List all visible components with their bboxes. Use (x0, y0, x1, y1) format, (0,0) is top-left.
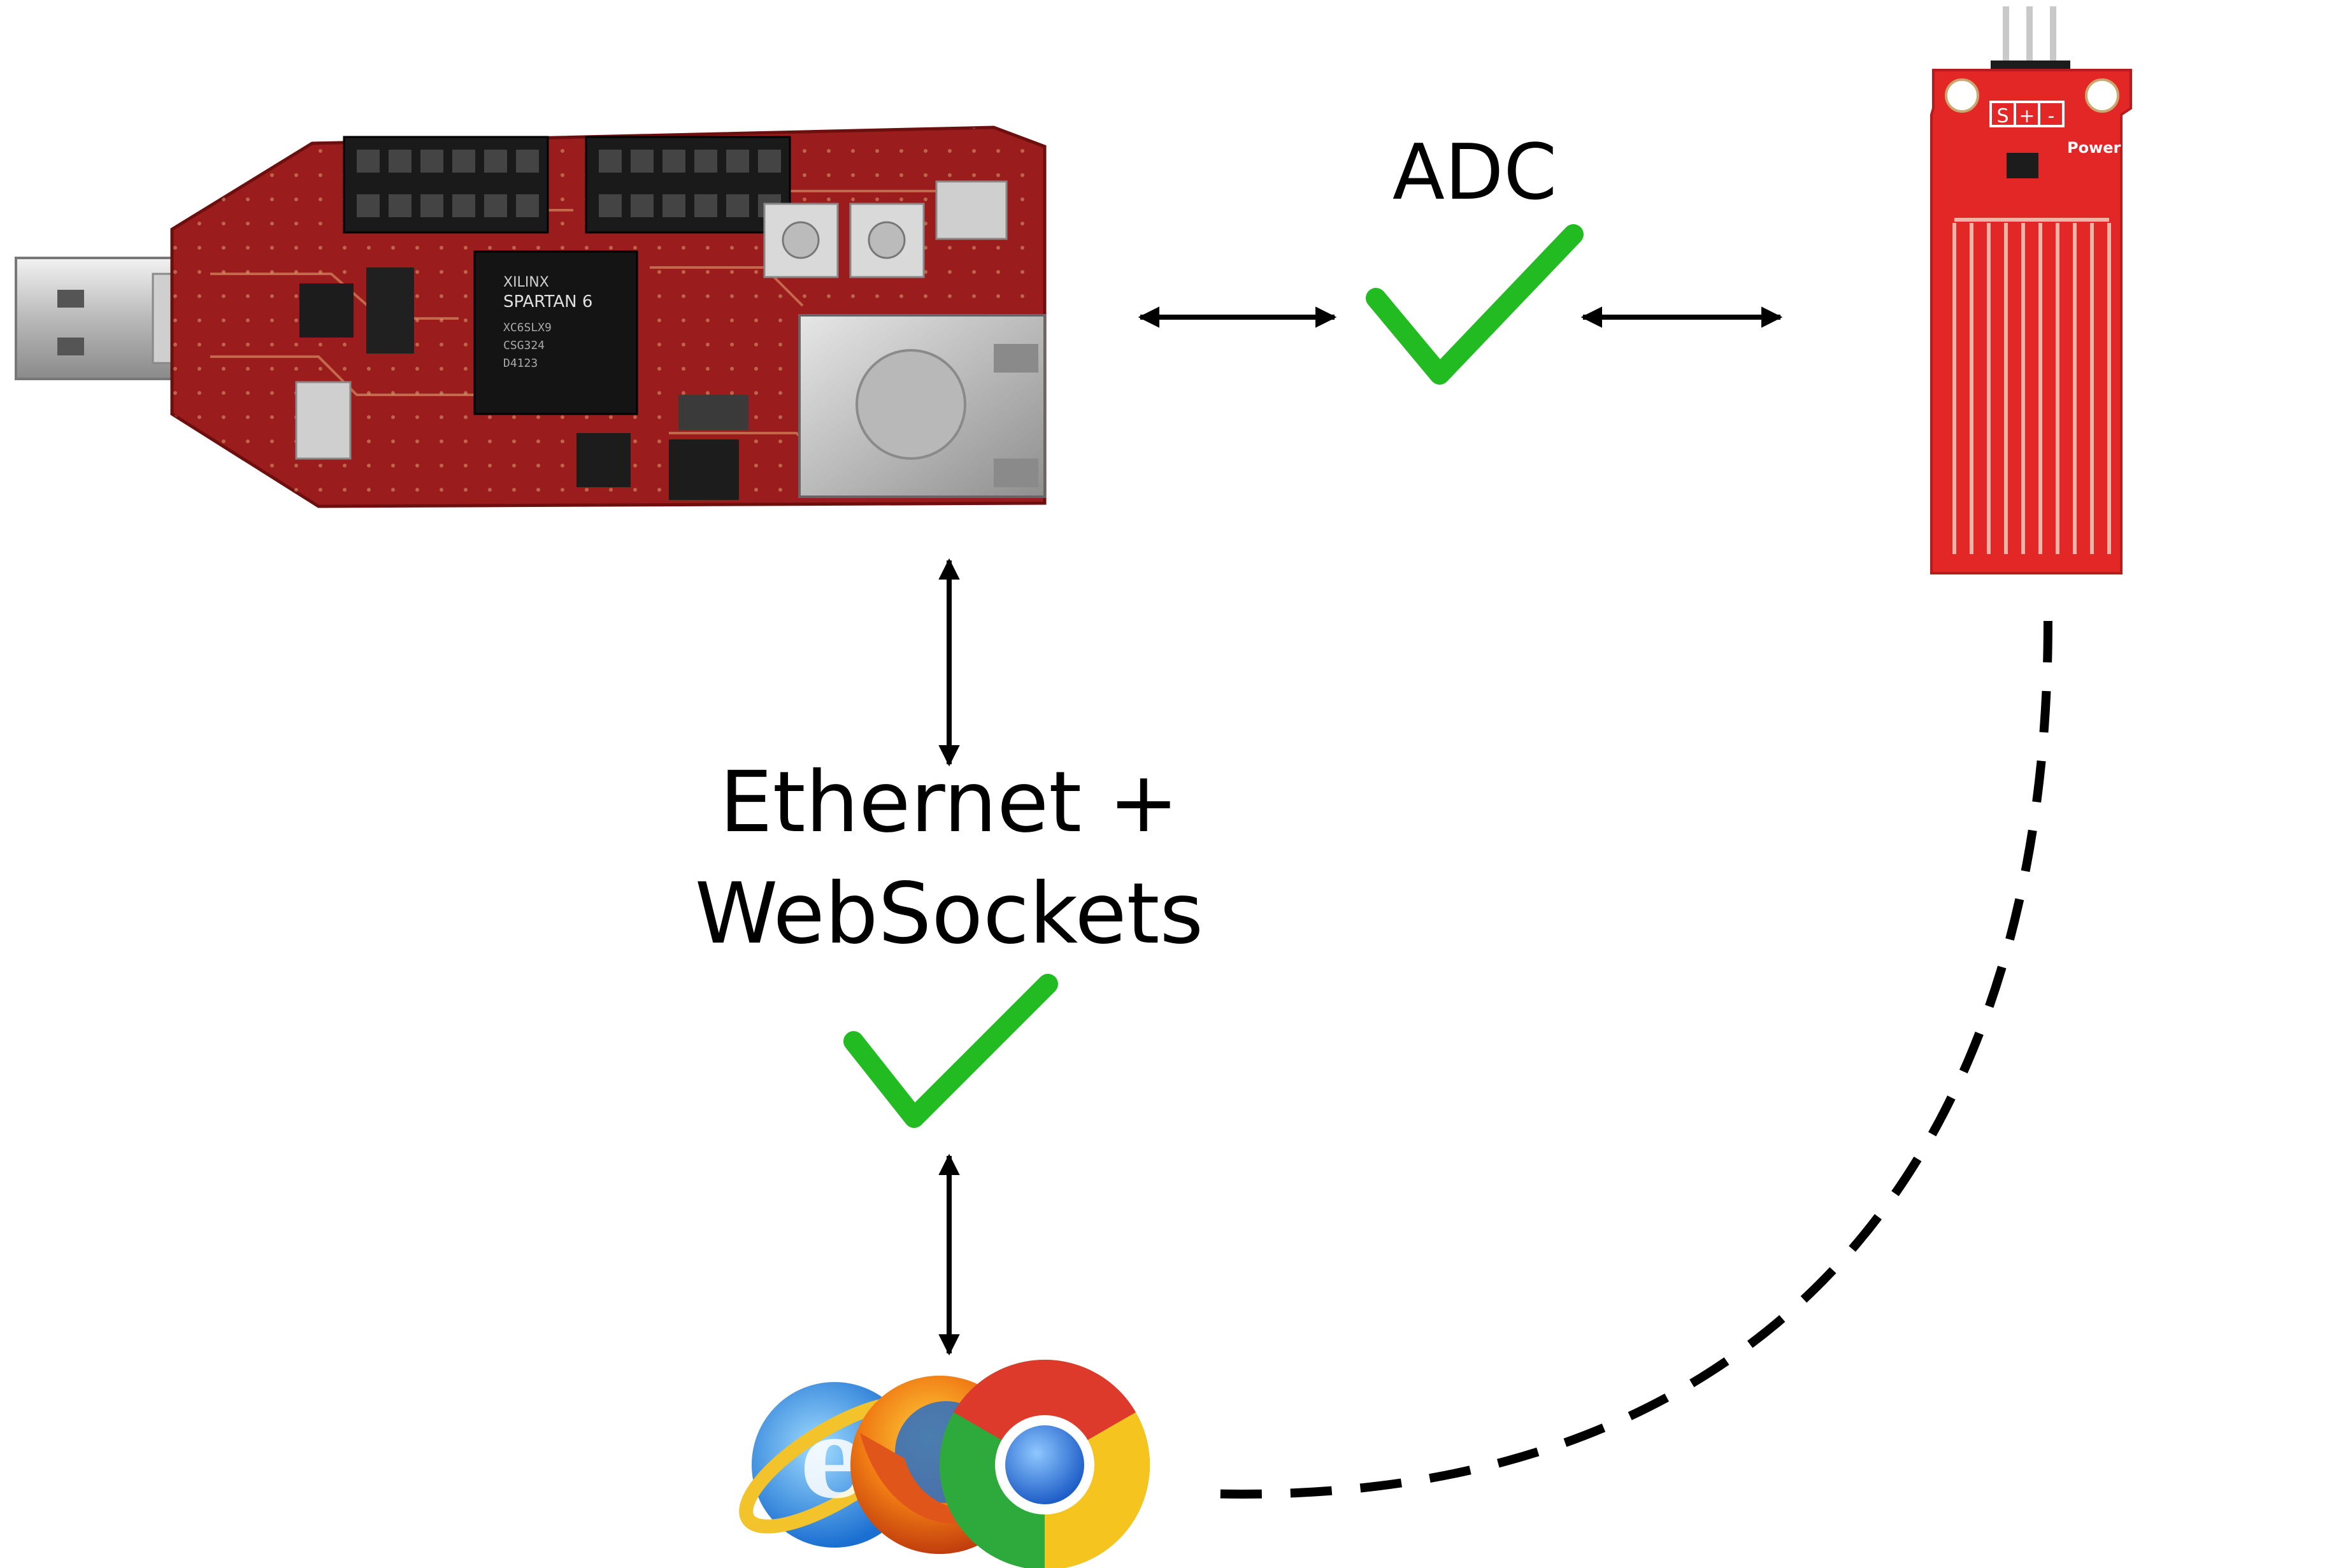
push-buttons (763, 203, 925, 278)
fpga-board-image: XILINX SPARTAN 6 XC6SLX9 CSG324 D4123 (15, 125, 1047, 508)
chip-line-3: D4123 (503, 357, 538, 370)
ethernet-check-icon (843, 974, 1058, 1128)
small-chip-3 (669, 439, 739, 500)
dashed-connection (1203, 620, 2052, 1499)
adc-label: ADC (1393, 129, 1557, 217)
micro-usb-port (935, 180, 1008, 240)
fpga-chip: XILINX SPARTAN 6 XC6SLX9 CSG324 D4123 (473, 250, 638, 415)
sensor-pin-labels: S + - (1989, 101, 2065, 127)
chrome-icon (940, 1360, 1150, 1568)
capacitor-can (295, 381, 352, 460)
pin-header-left (343, 136, 549, 234)
chip-brand: XILINX (503, 274, 549, 290)
small-chip-2 (576, 433, 631, 487)
ethernet-jack (798, 314, 1046, 498)
water-sensor-image: S + - Power (1930, 6, 2132, 574)
pin-header-right (585, 136, 791, 234)
chip-line-1: XC6SLX9 (503, 321, 552, 334)
dip-switch (366, 267, 414, 353)
sensor-power-label: Power (2067, 139, 2121, 157)
sensor-traces (1952, 218, 2111, 554)
sensor-pin-minus: - (2048, 105, 2055, 127)
chip-name: SPARTAN 6 (503, 292, 592, 311)
sensor-pin-plus: + (2019, 105, 2035, 127)
chip-line-2: CSG324 (503, 339, 545, 352)
adc-check-icon (1366, 224, 1584, 385)
small-chip (299, 283, 354, 338)
ethernet-label-line2: WebSockets (695, 865, 1203, 963)
sensor-pin-s: S (1996, 105, 2008, 127)
crystal (678, 395, 748, 430)
ethernet-label-line1: Ethernet + (719, 753, 1178, 852)
browser-icons-image: e (739, 1360, 1150, 1568)
sensor-transistor (2007, 153, 2038, 178)
